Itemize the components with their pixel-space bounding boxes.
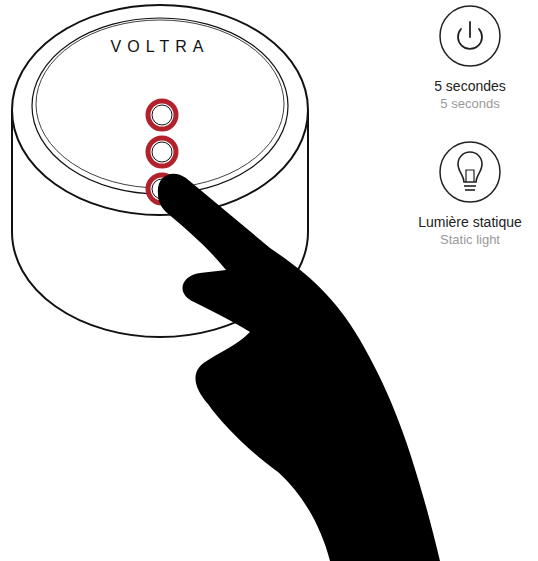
mode-label: Lumière statique (418, 214, 522, 231)
mode-translation: Static light (440, 232, 500, 248)
duration-translation: 5 seconds (440, 96, 499, 112)
duration-label: 5 secondes (434, 78, 506, 95)
brand-name: VOLTRA (111, 37, 210, 56)
